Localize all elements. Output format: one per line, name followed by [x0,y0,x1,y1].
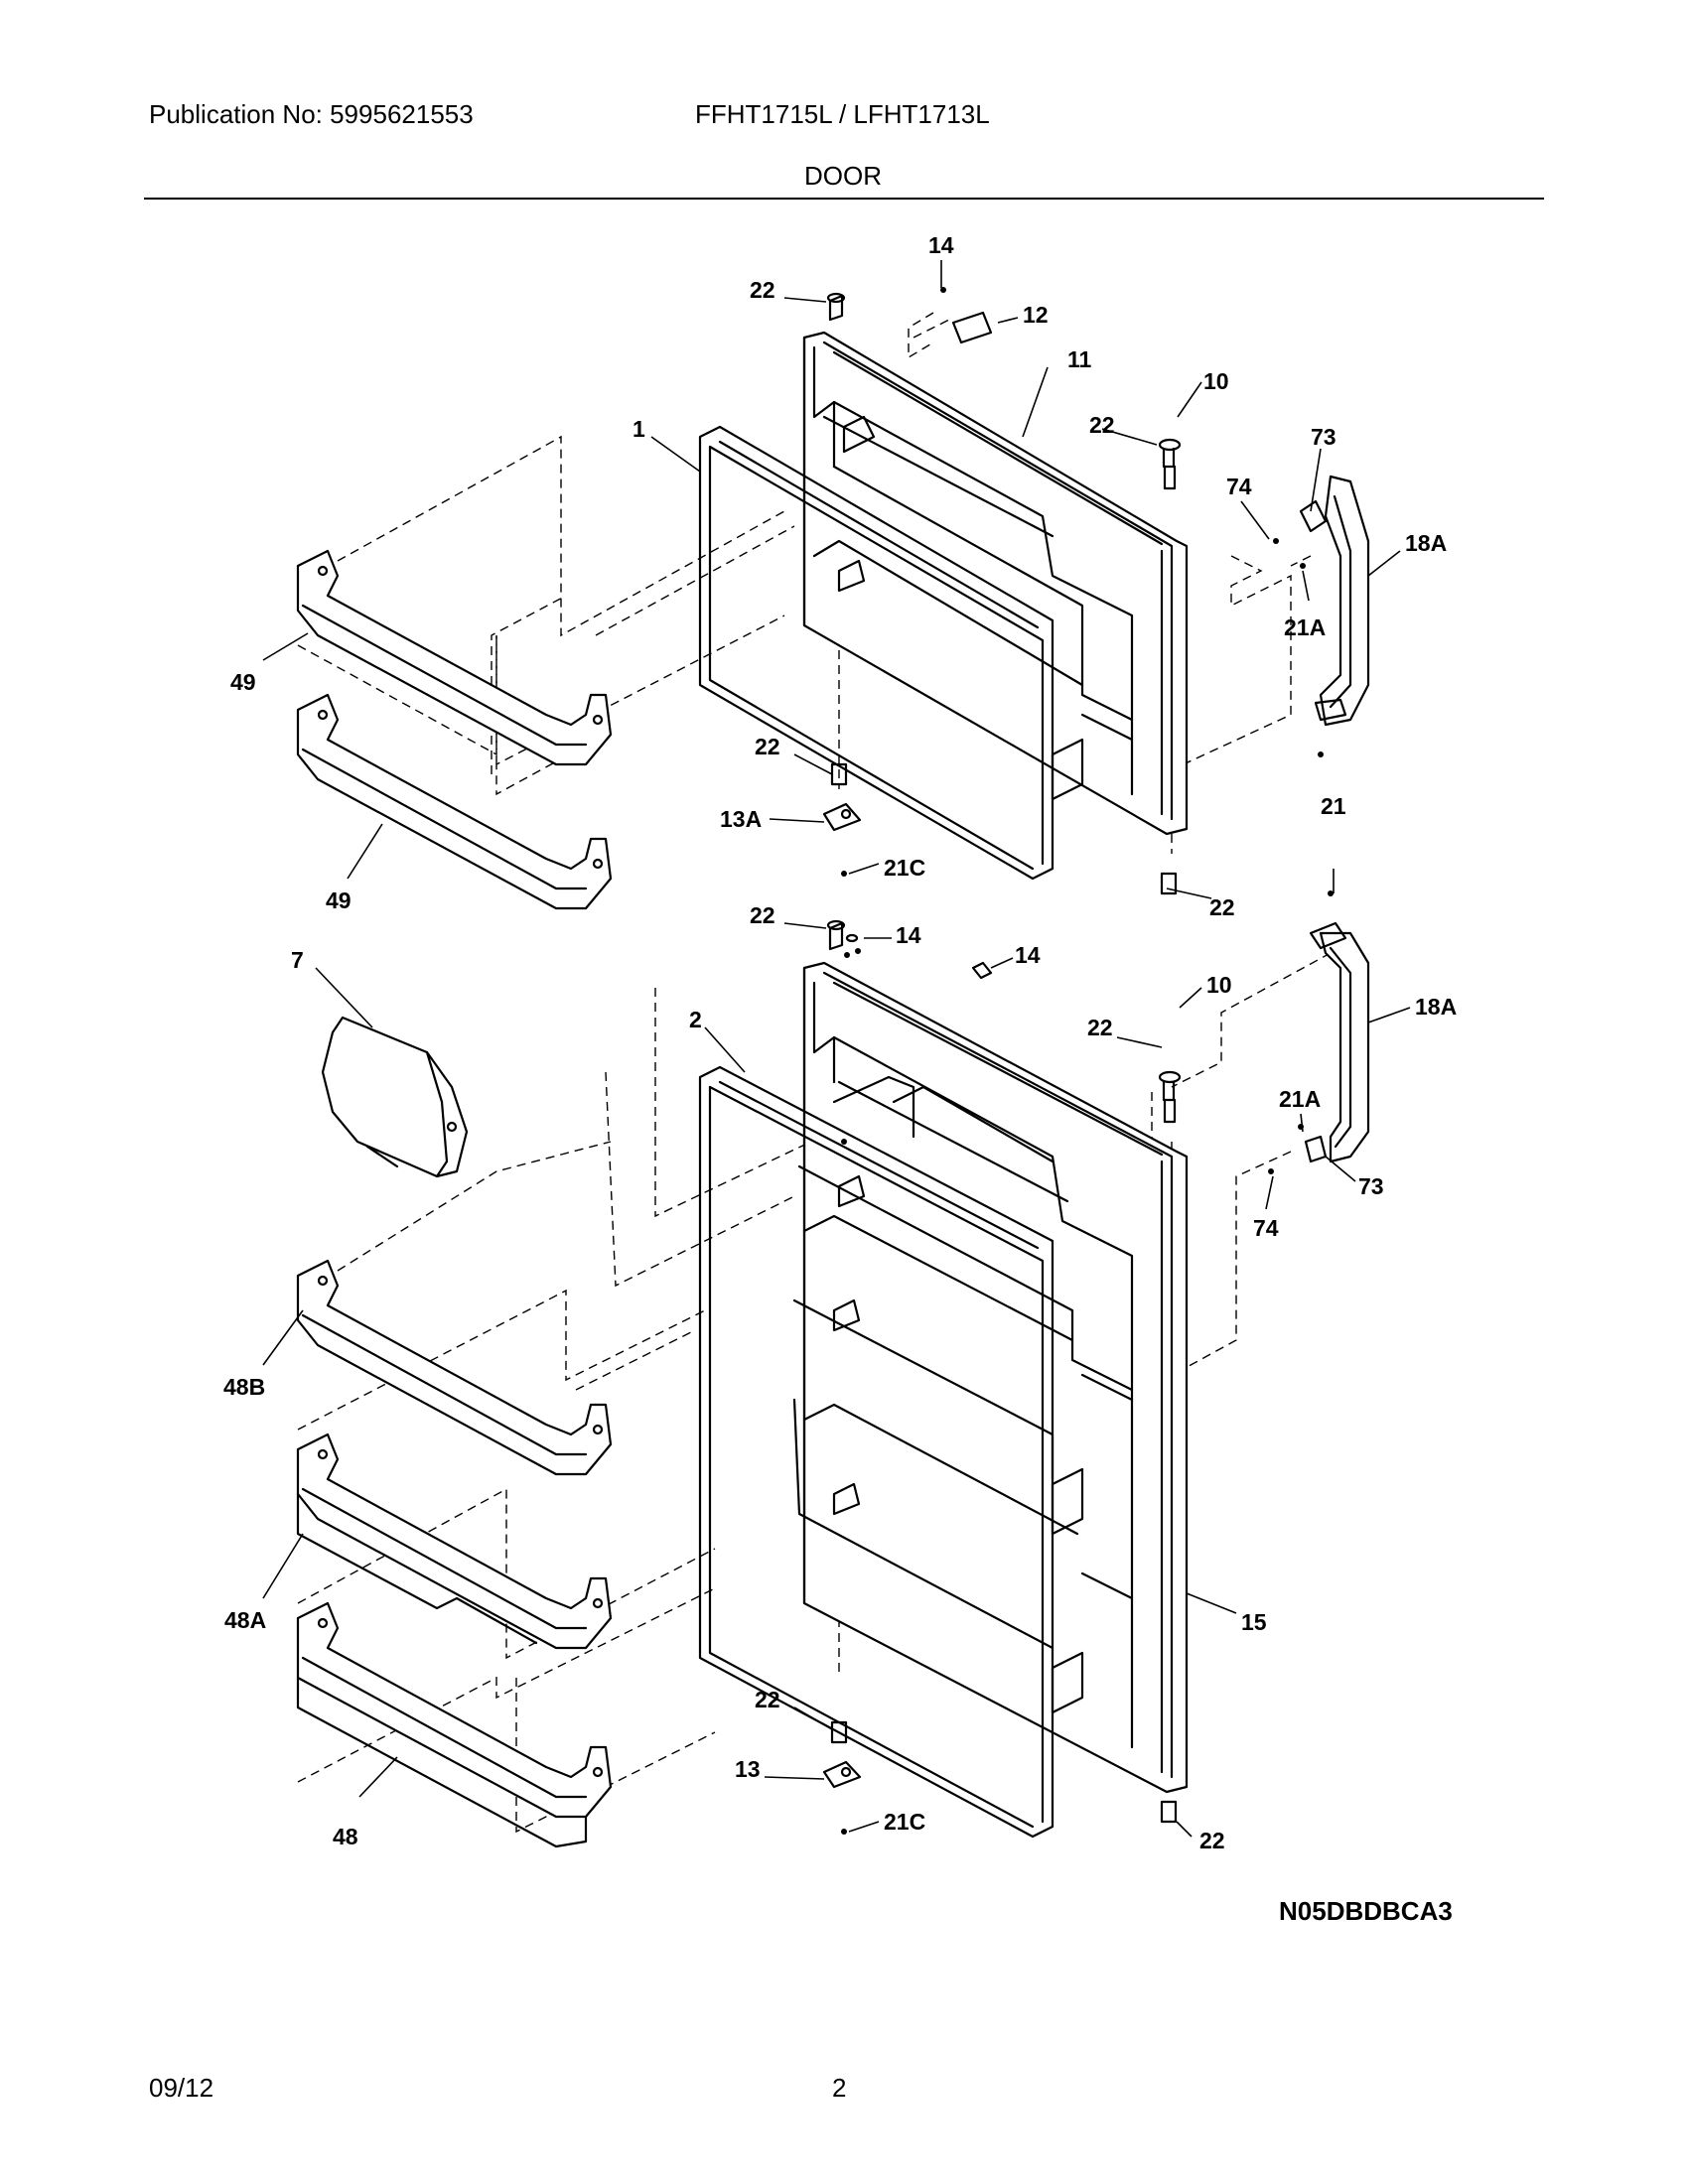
door-shelf-48B [296,1259,613,1476]
callout-21A: 21A [1279,1086,1321,1112]
callout-22: 22 [1087,1015,1113,1040]
callout-18A: 18A [1415,994,1457,1020]
callout-labels: 14 22 12 11 10 22 1 73 74 18A 21A 49 49 … [223,232,1457,1853]
callout-48: 48 [333,1824,358,1849]
callout-21C: 21C [884,855,925,881]
footer-date: 09/12 [149,2073,214,2103]
callout-22: 22 [1209,894,1235,920]
callout-73: 73 [1311,424,1336,450]
callout-14: 14 [928,232,954,258]
callout-1: 1 [633,416,645,442]
door-inner-bins [792,1298,1055,1650]
callout-14: 14 [896,922,921,948]
callout-22: 22 [755,734,780,759]
callout-74: 74 [1253,1215,1279,1241]
callout-13A: 13A [720,806,762,832]
upper-door-hardware [822,287,1182,895]
page-number: 2 [832,2073,847,2103]
dairy-cover-7 [321,1016,469,1178]
callout-22: 22 [750,277,775,303]
callout-48A: 48A [224,1607,266,1633]
callout-2: 2 [689,1007,702,1032]
diagram-code: N05DBDBCA3 [1279,1896,1453,1926]
callout-49: 49 [326,887,352,913]
fresh-food-door-gasket-2 [698,1065,1055,1839]
model-numbers: FFHT1715L / LFHT1713L [695,99,990,129]
door-shelf-48 [296,1601,613,1848]
callout-11: 11 [1067,346,1092,372]
callout-10: 10 [1203,368,1229,394]
callout-13: 13 [735,1756,761,1782]
callout-7: 7 [291,947,304,973]
publication-number: Publication No: 5995621553 [149,99,474,129]
freezer-door-11 [802,331,1189,836]
freezer-shelf-49-upper [296,549,613,766]
callout-49: 49 [230,669,256,695]
callout-48B: 48B [223,1374,265,1400]
freezer-door-gasket-1 [698,425,1055,881]
callout-10: 10 [1206,972,1232,998]
callout-22: 22 [1089,412,1115,438]
callout-21A: 21A [1284,614,1326,640]
callout-22: 22 [750,902,775,928]
freezer-shelf-49-lower [296,693,613,910]
door-shelf-48A [296,1433,613,1650]
callout-22: 22 [1199,1828,1225,1853]
callout-74: 74 [1226,474,1252,499]
callout-15: 15 [1241,1609,1267,1635]
callout-22: 22 [755,1687,780,1712]
fresh-food-door-15 [797,961,1189,1794]
callout-14: 14 [1015,942,1041,968]
callout-73: 73 [1358,1173,1384,1199]
callout-21: 21 [1321,793,1346,819]
header-rule [144,198,1544,200]
lower-handle-18A [1268,921,1370,1174]
upper-handle-18A [1273,475,1370,896]
callout-18A: 18A [1405,530,1447,556]
callout-12: 12 [1023,302,1049,328]
lower-door-hardware [822,919,1182,1835]
section-title: DOOR [804,161,882,191]
callout-21C: 21C [884,1809,925,1835]
leader-lines [262,260,1411,1838]
